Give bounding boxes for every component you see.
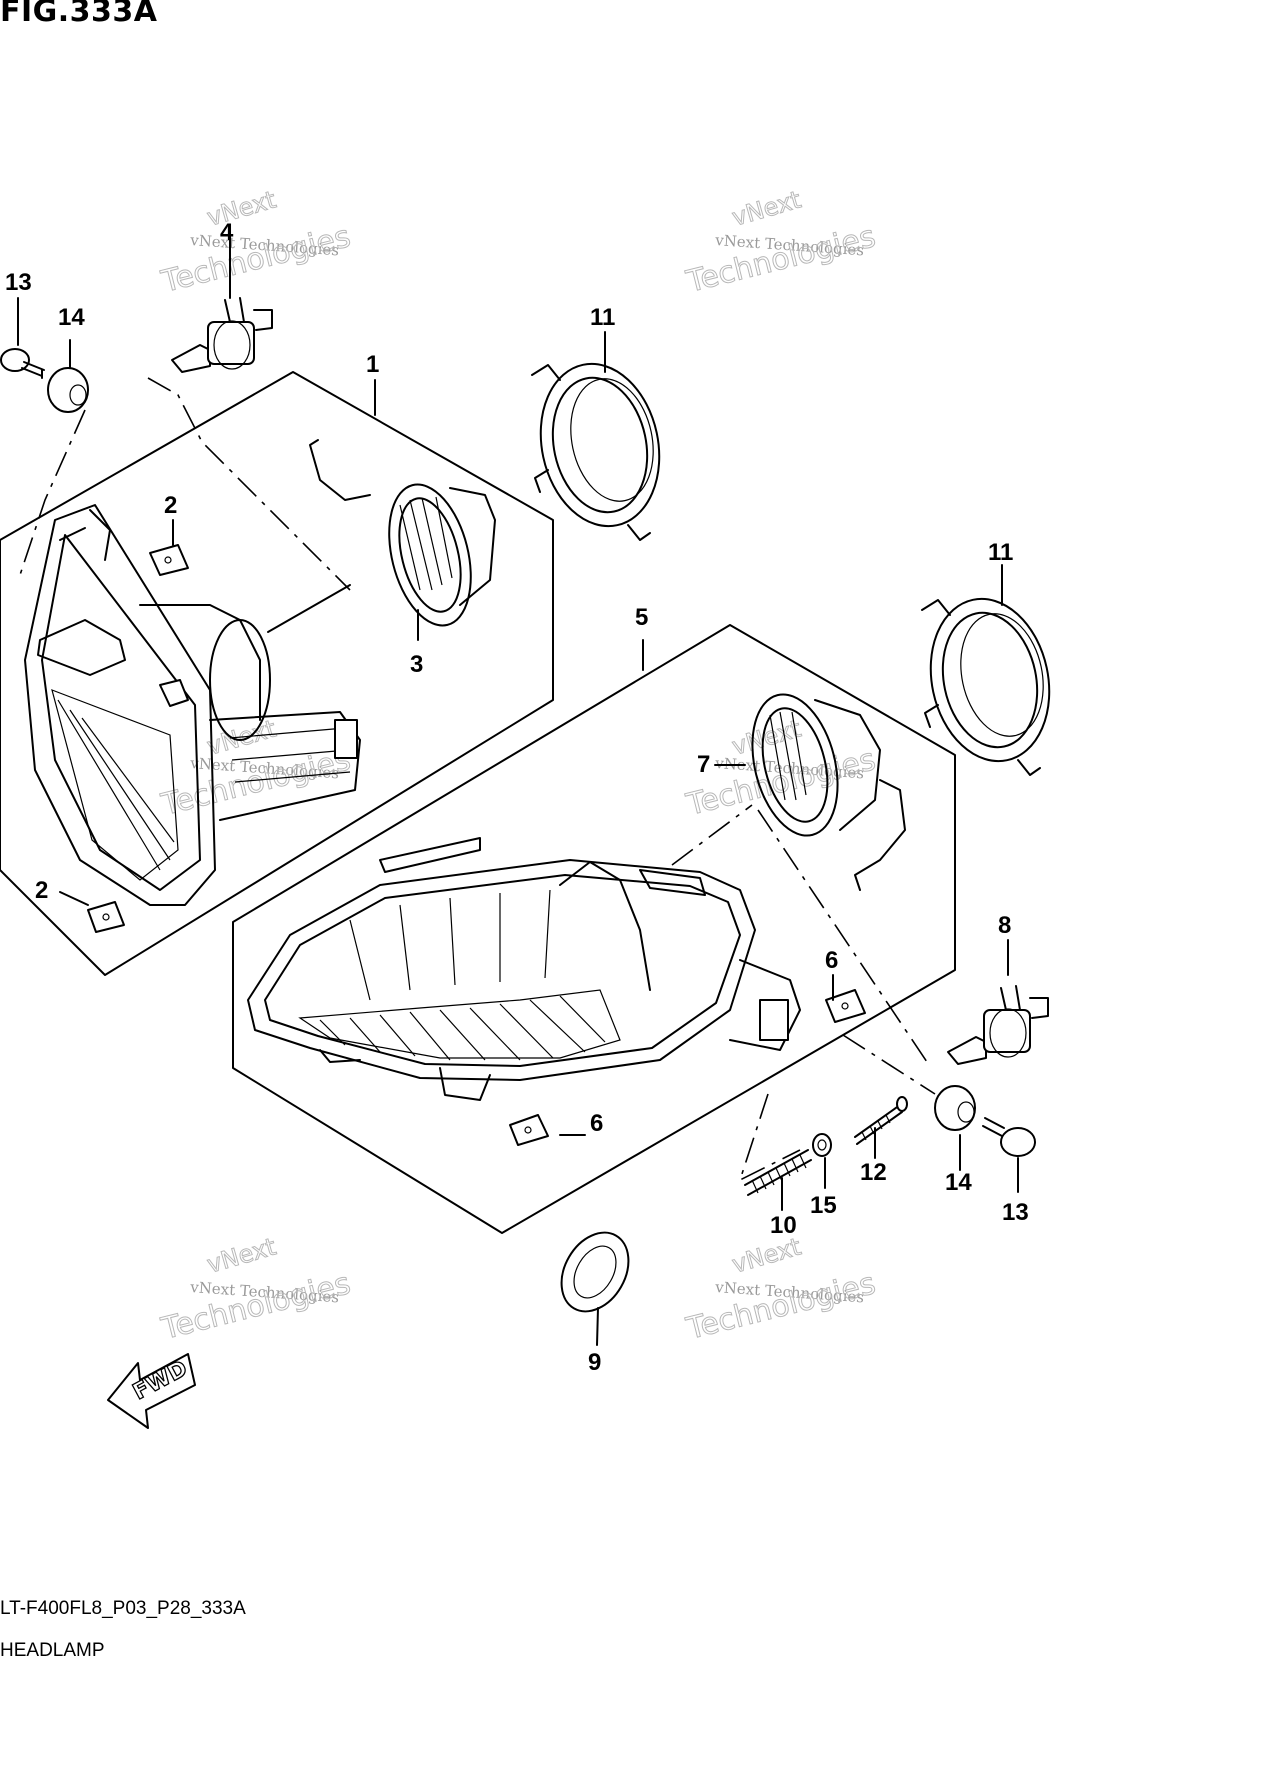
clip-part-2-lower xyxy=(87,901,125,933)
callout-13-lower: 13 xyxy=(1002,1199,1029,1226)
figure-name: HEADLAMP xyxy=(0,1640,105,1661)
callout-1: 1 xyxy=(366,351,379,378)
callout-15: 15 xyxy=(810,1192,837,1219)
callout-11-lower: 11 xyxy=(988,539,1013,566)
svg-text:vNext: vNext xyxy=(204,715,279,761)
bulb-part-8 xyxy=(947,985,1049,1065)
fwd-direction-arrow: FWD xyxy=(107,1353,196,1429)
callout-2-upper: 2 xyxy=(164,492,177,519)
callout-2-lower: 2 xyxy=(35,877,48,904)
watermark-top-right: vNext vNext Technologies Technologies xyxy=(682,185,879,300)
bulb-part-4 xyxy=(171,297,273,373)
callout-3: 3 xyxy=(410,651,423,678)
screw-part-13-lower xyxy=(982,1117,1036,1157)
svg-text:vNext: vNext xyxy=(204,186,279,232)
svg-text:Technologies: Technologies xyxy=(157,219,353,300)
retaining-ring-11-lower xyxy=(921,597,1051,776)
assembly-box-right xyxy=(232,624,956,1234)
screw-part-12 xyxy=(854,1096,908,1145)
washer-part-15 xyxy=(812,1133,832,1157)
figure-title: FIG.333A xyxy=(0,0,158,29)
svg-text:Technologies: Technologies xyxy=(682,1266,878,1347)
callout-12: 12 xyxy=(860,1159,887,1186)
svg-text:vNext: vNext xyxy=(729,186,804,232)
callout-14-lower: 14 xyxy=(945,1169,972,1196)
figure-code: LT-F400FL8_P03_P28_333A xyxy=(0,1598,246,1619)
callout-4: 4 xyxy=(220,219,234,246)
svg-text:Technologies: Technologies xyxy=(157,742,353,823)
watermark-top-left: vNext vNext Technologies Technologies xyxy=(157,185,354,300)
clip-part-6-upper xyxy=(825,989,866,1023)
svg-text:Technologies: Technologies xyxy=(682,219,878,300)
grommet-part-14-upper xyxy=(47,367,89,413)
socket-part-3 xyxy=(309,439,496,627)
assembly-box-left xyxy=(0,371,554,976)
left-headlamp-housing xyxy=(24,504,361,906)
callout-14-upper: 14 xyxy=(58,304,85,331)
callout-11-upper: 11 xyxy=(590,304,615,331)
spring-part-10 xyxy=(744,1149,812,1196)
callout-10: 10 xyxy=(770,1212,797,1239)
screw-part-13-upper xyxy=(0,348,45,379)
svg-text:vNext: vNext xyxy=(204,1233,279,1279)
callout-6-upper: 6 xyxy=(825,947,838,974)
svg-text:vNext: vNext xyxy=(729,1233,804,1279)
callout-5: 5 xyxy=(635,604,648,631)
callout-13-upper: 13 xyxy=(5,269,32,296)
alignment-lines xyxy=(19,377,936,1346)
clip-part-6-lower xyxy=(509,1114,549,1146)
svg-text:Technologies: Technologies xyxy=(682,742,878,823)
watermark-bottom-right: vNext vNext Technologies Technologies xyxy=(682,1232,879,1347)
svg-text:Technologies: Technologies xyxy=(157,1266,353,1347)
callout-labels: 1 2 2 3 4 5 6 6 7 8 9 10 11 11 12 13 13 … xyxy=(5,219,1029,1376)
right-headlamp-housing xyxy=(247,837,801,1101)
watermark-bottom-left: vNext vNext Technologies Technologies xyxy=(157,1232,354,1347)
retaining-ring-11-upper xyxy=(531,362,661,541)
callout-6-lower: 6 xyxy=(590,1110,603,1137)
socket-part-7 xyxy=(751,693,906,891)
leader-lines xyxy=(17,237,1019,1211)
clip-part-2-upper xyxy=(149,544,189,576)
callout-9: 9 xyxy=(588,1349,601,1376)
callout-8: 8 xyxy=(998,912,1011,939)
grommet-part-14-lower xyxy=(934,1085,976,1131)
callout-7: 7 xyxy=(697,751,710,778)
ring-part-9 xyxy=(560,1231,630,1313)
